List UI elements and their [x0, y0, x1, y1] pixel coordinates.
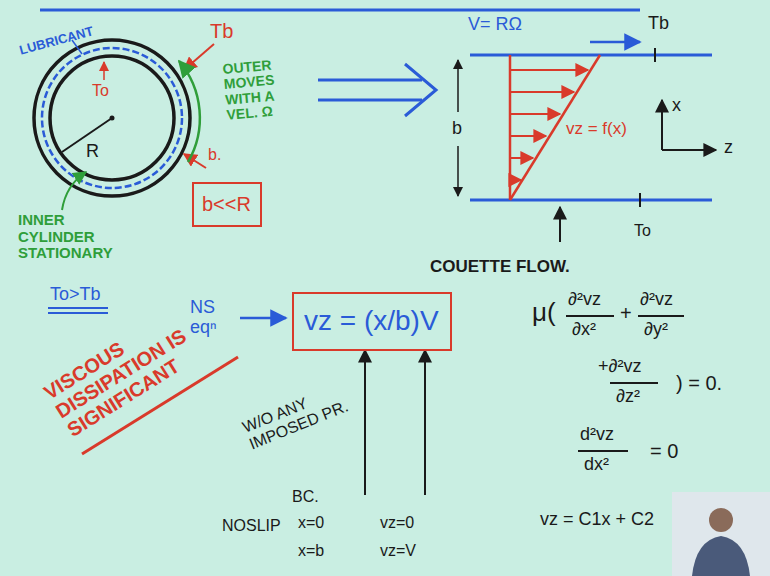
- implies-arrow: [318, 99, 422, 102]
- implies-arrow: [405, 64, 436, 116]
- label-text: μ(: [532, 298, 556, 327]
- label-text: b: [452, 119, 462, 139]
- profile-arrow: [510, 69, 588, 71]
- fraction-bar: [566, 315, 614, 317]
- label-text: INNER CYLINDER STATIONARY: [18, 212, 130, 262]
- label-text: ∂x²: [572, 320, 596, 340]
- temp-arrow: [103, 62, 105, 80]
- fixed-plate: [470, 199, 712, 202]
- label-text: vz=V: [380, 542, 416, 560]
- underline: [48, 312, 108, 314]
- video-inset: [672, 492, 770, 576]
- label-text: vz = f(x): [566, 120, 627, 139]
- expression-text: b<<R: [202, 192, 252, 216]
- label-text: To: [634, 222, 651, 240]
- rotation-arrow: [179, 61, 200, 162]
- pointer-arrow: [364, 350, 366, 495]
- label-text: NS eqⁿ: [190, 298, 236, 338]
- label-text: ∂²vz: [568, 290, 601, 310]
- label-text: V= RΩ: [468, 15, 522, 35]
- label-text: W/O ANY IMPOSED PR.: [240, 371, 374, 452]
- outer-cylinder: [34, 40, 190, 196]
- label-text: vz = C1x + C2: [540, 510, 654, 530]
- fraction-bar: [610, 382, 658, 384]
- expression-text: vz = (x/b)V: [304, 304, 440, 338]
- label-text: +: [620, 302, 632, 324]
- pointer-arrow: [559, 207, 561, 242]
- label-text: b.: [208, 146, 221, 164]
- label-text: +∂²vz: [598, 357, 641, 377]
- label-text: BC.: [292, 488, 319, 506]
- pointer-arrow: [240, 317, 286, 320]
- presenter-body: [692, 536, 750, 576]
- profile-arrow: [510, 157, 533, 159]
- label-text: OUTER MOVES WITH A VEL. Ω: [222, 55, 307, 123]
- profile-axis: [509, 55, 512, 200]
- moving-plate: [470, 54, 712, 57]
- profile-arrow: [510, 113, 560, 115]
- axis-arrow: [661, 100, 663, 150]
- label-text: x: [672, 96, 681, 116]
- label-text: Tb: [648, 14, 669, 34]
- label-text: COUETTE FLOW.: [430, 258, 570, 277]
- tick: [654, 48, 656, 62]
- leader-arrow: [62, 172, 86, 210]
- dimension-arrow: [457, 146, 459, 196]
- profile-arrow: [510, 135, 546, 137]
- label-text: dx²: [584, 455, 609, 475]
- temp-arrow: [184, 44, 214, 70]
- presenter-head: [709, 508, 733, 532]
- label-text: ) = 0.: [676, 372, 722, 394]
- label-text: ∂²vz: [640, 290, 673, 310]
- label-text: To: [92, 82, 109, 100]
- label-text: x=0: [298, 514, 324, 532]
- axis-arrow: [662, 149, 716, 151]
- label-text: d²vz: [580, 425, 614, 445]
- lubricant-layer: [42, 48, 182, 188]
- fraction-bar: [638, 315, 684, 317]
- label-text: LUBRICANT: [18, 24, 95, 57]
- label-text: x=b: [298, 542, 324, 560]
- underline: [48, 307, 108, 309]
- profile-arrow: [510, 179, 521, 181]
- label-text: R: [86, 142, 99, 162]
- label-text: z: [724, 138, 733, 158]
- pointer-arrow: [424, 350, 426, 495]
- label-text: = 0: [650, 440, 678, 462]
- label-text: vz=0: [380, 514, 414, 532]
- boxed-expression: vz = (x/b)V: [292, 292, 452, 351]
- top-rule: [40, 9, 640, 12]
- label-text: Tb: [210, 20, 233, 42]
- dimension-arrow: [457, 60, 459, 112]
- center-dot: [110, 116, 115, 121]
- implies-arrow: [318, 79, 422, 82]
- label-text: ∂z²: [616, 387, 640, 407]
- tick: [639, 193, 641, 207]
- label-text: To>Tb: [50, 285, 101, 305]
- fraction-bar: [578, 450, 628, 452]
- profile-arrow: [510, 91, 574, 93]
- boxed-expression: b<<R: [192, 182, 262, 227]
- inner-cylinder: [50, 56, 174, 180]
- label-text: ∂y²: [644, 320, 668, 340]
- label-text: NOSLIP: [222, 517, 281, 535]
- velocity-arrow: [590, 41, 640, 44]
